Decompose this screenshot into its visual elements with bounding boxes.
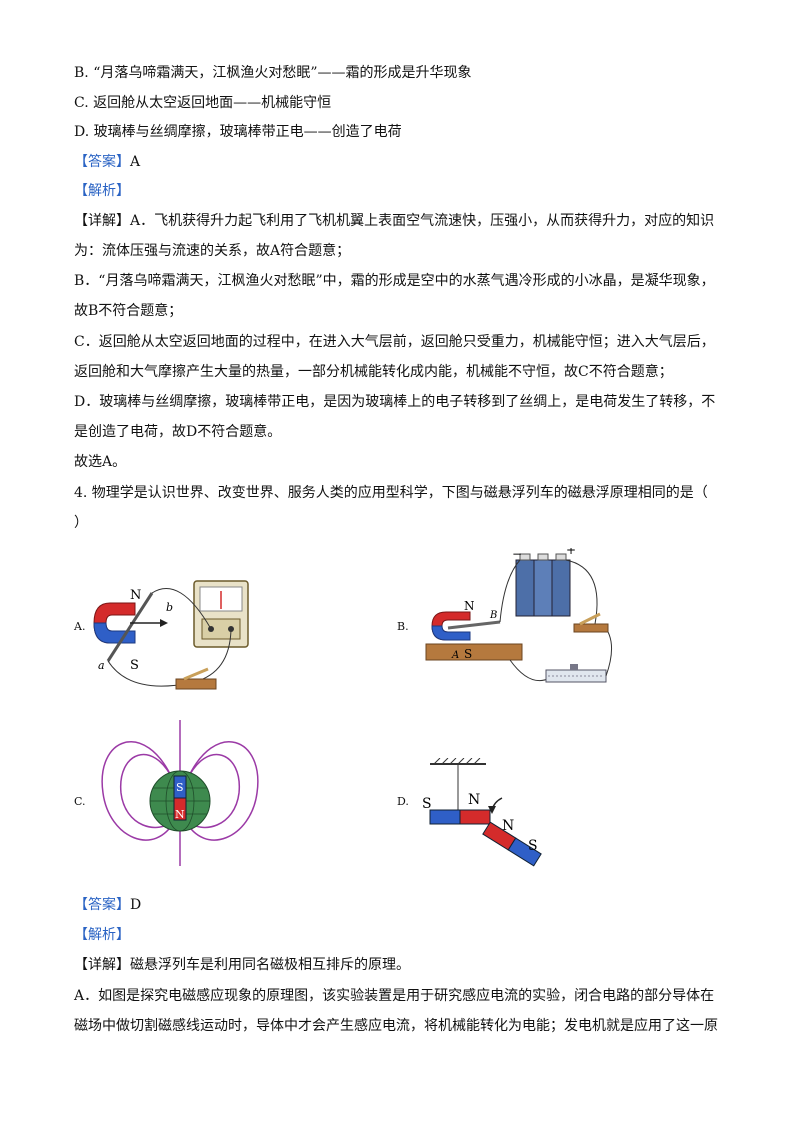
battery-minus: − bbox=[512, 548, 522, 561]
option-b-line: B. “月落乌啼霜满天，江枫渔火对愁眠”——霜的形成是升华现象 bbox=[74, 65, 472, 81]
detail-1-line-3: B．“月落乌啼霜满天，江枫渔火对愁眠”中，霜的形成是空中的水蒸气遇冷形成的小冰晶… bbox=[74, 273, 715, 289]
detail-1-line-5: C．返回舱从太空返回地面的过程中，在进入大气层前，返回舱只受重力，机械能守恒；进… bbox=[74, 334, 715, 350]
answer-value: A bbox=[130, 154, 141, 170]
detail-text: A．飞机获得升力起飞利用了飞机机翼上表面空气流速快，压强小，从而获得升力，对应的… bbox=[130, 213, 715, 229]
answer-1: 【答案】A bbox=[74, 151, 730, 173]
label-b: b bbox=[166, 601, 173, 614]
label-s-2: S bbox=[528, 838, 538, 854]
option-d-line: D. 玻璃棒与丝绸摩擦，玻璃棒带正电——创造了电荷 bbox=[74, 124, 402, 140]
analysis-1: 【解析】 bbox=[74, 180, 730, 202]
label-s-1: S bbox=[422, 796, 432, 812]
analysis-2: 【解析】 bbox=[74, 924, 730, 946]
option-a-label: A. bbox=[74, 620, 86, 633]
detail-1: 【详解】A．飞机获得升力起飞利用了飞机机翼上表面空气流速快，压强小，从而获得升力… bbox=[74, 210, 730, 232]
detail-text: 磁悬浮列车是利用同名磁极相互排斥的原理。 bbox=[130, 957, 410, 973]
label-b: B bbox=[489, 610, 497, 621]
hanging-magnet-s bbox=[429, 809, 461, 825]
detail-tag: 【详解】 bbox=[74, 957, 130, 973]
question-4: 4. 物理学是认识世界、改变世界、服务人类的应用型科学，下图与磁悬浮列车的磁悬浮… bbox=[74, 485, 708, 501]
label-n-2: N bbox=[502, 818, 514, 834]
detail-1-line-8: 是创造了电荷，故D不符合题意。 bbox=[74, 424, 282, 440]
rheostat-icon bbox=[545, 664, 607, 683]
label-a: a bbox=[98, 659, 105, 672]
question-4-bracket: ） bbox=[74, 515, 88, 531]
option-d-label: D. bbox=[397, 795, 409, 808]
detail-1-line-2: 为：流体压强与流速的关系，故A符合题意； bbox=[74, 243, 351, 259]
label-n: N bbox=[130, 588, 141, 603]
answer-2: 【答案】D bbox=[74, 894, 730, 916]
analysis-tag: 【解析】 bbox=[74, 927, 130, 943]
label-s: S bbox=[464, 647, 472, 661]
hanging-magnet-n bbox=[459, 809, 491, 825]
answer-tag: 【答案】 bbox=[74, 154, 130, 170]
answer-tag: 【答案】 bbox=[74, 897, 130, 913]
detail-2: 【详解】磁悬浮列车是利用同名磁极相互排斥的原理。 bbox=[74, 954, 730, 976]
option-c-label: C. bbox=[74, 795, 86, 808]
answer-value: D bbox=[130, 897, 142, 913]
label-s: S bbox=[176, 781, 184, 794]
second-magnet bbox=[482, 821, 542, 867]
label-n: N bbox=[464, 599, 475, 613]
label-n-1: N bbox=[468, 792, 480, 808]
conductor-rod bbox=[106, 592, 154, 662]
battery-icon bbox=[515, 553, 571, 617]
wooden-base bbox=[425, 643, 523, 661]
conclusion-line: 故选A。 bbox=[74, 454, 127, 470]
switch-icon bbox=[573, 612, 609, 633]
detail-tag: 【详解】 bbox=[74, 213, 130, 229]
option-b-label: B. bbox=[397, 620, 409, 633]
switch-icon bbox=[175, 667, 217, 690]
detail-2-line-2: A．如图是探究电磁感应现象的原理图，该实验装置是用于研究感应电流的实验，闭合电路… bbox=[74, 988, 715, 1004]
battery-plus: + bbox=[566, 548, 576, 557]
label-n: N bbox=[175, 808, 185, 821]
label-a: A bbox=[451, 650, 459, 661]
option-c-line: C. 返回舱从太空返回地面——机械能守恒 bbox=[74, 95, 332, 111]
bar-magnet-n bbox=[173, 797, 187, 821]
figure-b-motor-principle: − + N S A B bbox=[425, 548, 612, 683]
horseshoe-magnet-icon bbox=[431, 611, 471, 641]
detail-2-line-3: 磁场中做切割磁感线运动时，导体中才会产生感应电流，将机械能转化为电能；发电机就是… bbox=[74, 1018, 718, 1034]
figure-c-earth-field: S N bbox=[101, 720, 259, 866]
detail-1-line-7: D．玻璃棒与丝绸摩擦，玻璃棒带正电，是因为玻璃棒上的电子转移到了丝绸上，是电荷发… bbox=[74, 394, 716, 410]
figure-d-magnets-repel: S N N S bbox=[422, 758, 542, 867]
galvanometer-icon bbox=[193, 580, 249, 648]
figure-a-induction: N S a b bbox=[93, 580, 249, 690]
detail-1-line-4: 故B不符合题意； bbox=[74, 303, 183, 319]
rails bbox=[447, 620, 501, 630]
detail-1-line-6: 返回舱和大气摩擦产生大量的热量，一部分机械能转化成内能，机械能不守恒，故C不符合… bbox=[74, 364, 673, 380]
horseshoe-magnet-icon bbox=[93, 602, 136, 644]
analysis-tag: 【解析】 bbox=[74, 183, 130, 199]
label-s: S bbox=[130, 658, 139, 673]
